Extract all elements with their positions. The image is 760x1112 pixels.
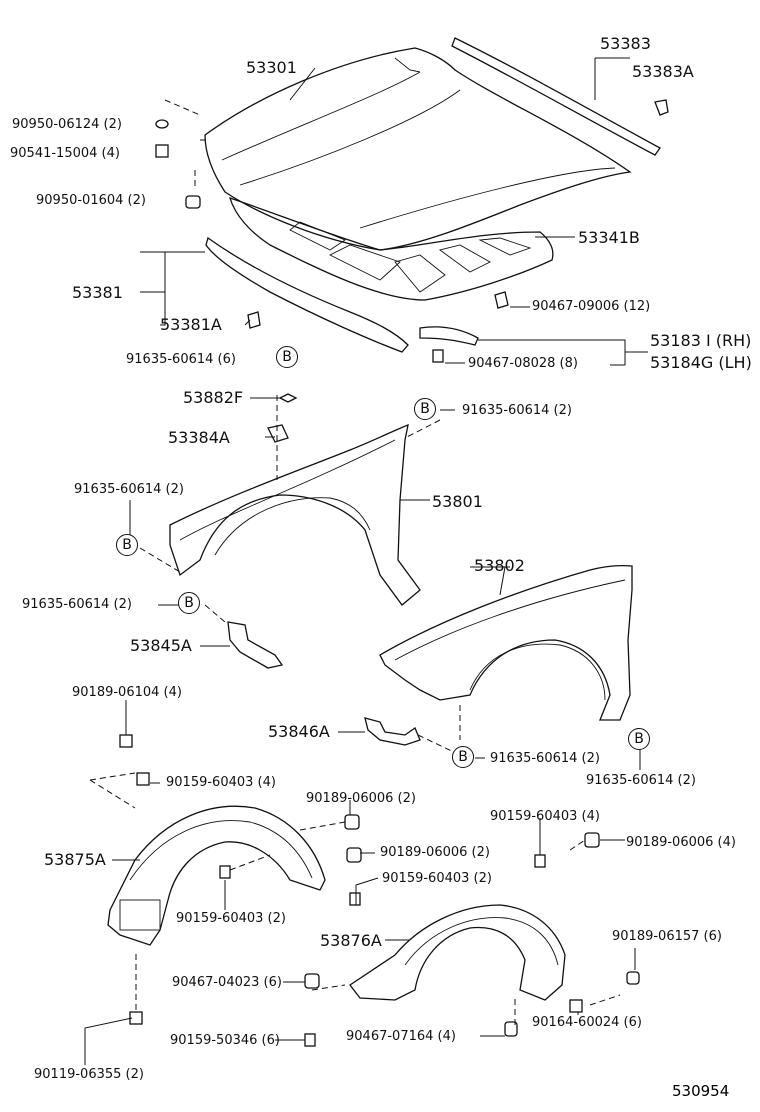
leader-lines	[84, 57, 648, 1065]
label-91635-a: 91635-60614 (6)	[126, 352, 236, 367]
label-90189-06006-b: 90189-06006 (2)	[380, 845, 490, 860]
label-90189-06157: 90189-06157 (6)	[612, 929, 722, 944]
label-53301: 53301	[246, 58, 297, 77]
label-90467-07164: 90467-07164 (4)	[346, 1029, 456, 1044]
label-90159-60403-a: 90159-60403 (4)	[166, 775, 276, 790]
callout-b-1: B	[276, 346, 298, 368]
bracket-53845A	[227, 621, 284, 669]
bracket-53882F	[267, 393, 298, 443]
hood-insulator	[229, 196, 554, 301]
label-91635-e: 91635-60614 (2)	[490, 751, 600, 766]
callout-b-2: B	[414, 398, 436, 420]
label-53845A: 53845A	[130, 636, 192, 655]
label-91635-d: 91635-60614 (2)	[22, 597, 132, 612]
label-90467-08028: 90467-08028 (8)	[468, 356, 578, 371]
clip-53383A	[654, 99, 669, 116]
label-53876A: 53876A	[320, 931, 382, 950]
label-91635-f: 91635-60614 (2)	[586, 773, 696, 788]
label-91635-c: 91635-60614 (2)	[74, 482, 184, 497]
label-53846A: 53846A	[268, 722, 330, 741]
label-90164-60024: 90164-60024 (6)	[532, 1015, 642, 1030]
label-53882F: 53882F	[183, 388, 244, 407]
hood-panel	[204, 47, 632, 251]
label-90159-60403-b: 90159-60403 (4)	[490, 809, 600, 824]
label-53384A: 53384A	[168, 428, 230, 447]
label-53381: 53381	[72, 283, 123, 302]
fender-lh	[379, 564, 633, 721]
fender-liner-lh	[349, 904, 566, 1001]
assembly-lines	[89, 395, 621, 1025]
callout-b-6: B	[452, 746, 474, 768]
front-seal-53381	[205, 236, 409, 353]
label-53183I: 53183 I (RH)	[650, 331, 752, 350]
label-53184G: 53184G (LH)	[650, 353, 752, 372]
hood-hardware	[155, 99, 509, 363]
label-90467-09006: 90467-09006 (12)	[532, 299, 651, 314]
label-53802: 53802	[474, 556, 525, 575]
label-90189-06104: 90189-06104 (4)	[72, 685, 182, 700]
label-90189-06006-c: 90189-06006 (4)	[626, 835, 736, 850]
callout-b-4: B	[178, 592, 200, 614]
label-90541-15004: 90541-15004 (4)	[10, 146, 120, 161]
label-90950-01604: 90950-01604 (2)	[36, 193, 146, 208]
label-90159-50346: 90159-50346 (6)	[170, 1033, 280, 1048]
label-53341B: 53341B	[578, 228, 640, 247]
label-90467-04023: 90467-04023 (6)	[172, 975, 282, 990]
label-90950-06124: 90950-06124 (2)	[12, 117, 122, 132]
callout-b-3: B	[116, 534, 138, 556]
label-53801: 53801	[432, 492, 483, 511]
label-53383A: 53383A	[632, 62, 694, 81]
liner-hardware	[119, 734, 640, 1047]
bracket-53846A	[364, 717, 421, 746]
label-90189-06006-a: 90189-06006 (2)	[306, 791, 416, 806]
fender-rh	[169, 423, 421, 606]
label-53383: 53383	[600, 34, 651, 53]
label-53381A: 53381A	[160, 315, 222, 334]
callout-b-5: B	[628, 728, 650, 750]
label-90159-60403-c: 90159-60403 (2)	[382, 871, 492, 886]
label-91635-b: 91635-60614 (2)	[462, 403, 572, 418]
label-53875A: 53875A	[44, 850, 106, 869]
diagram-reference-number: 530954	[672, 1082, 730, 1100]
label-90119-06355: 90119-06355 (2)	[34, 1067, 144, 1082]
hood-weatherstrip	[451, 37, 661, 156]
fender-liner-rh	[107, 805, 326, 946]
label-90159-60403-d: 90159-60403 (2)	[176, 911, 286, 926]
